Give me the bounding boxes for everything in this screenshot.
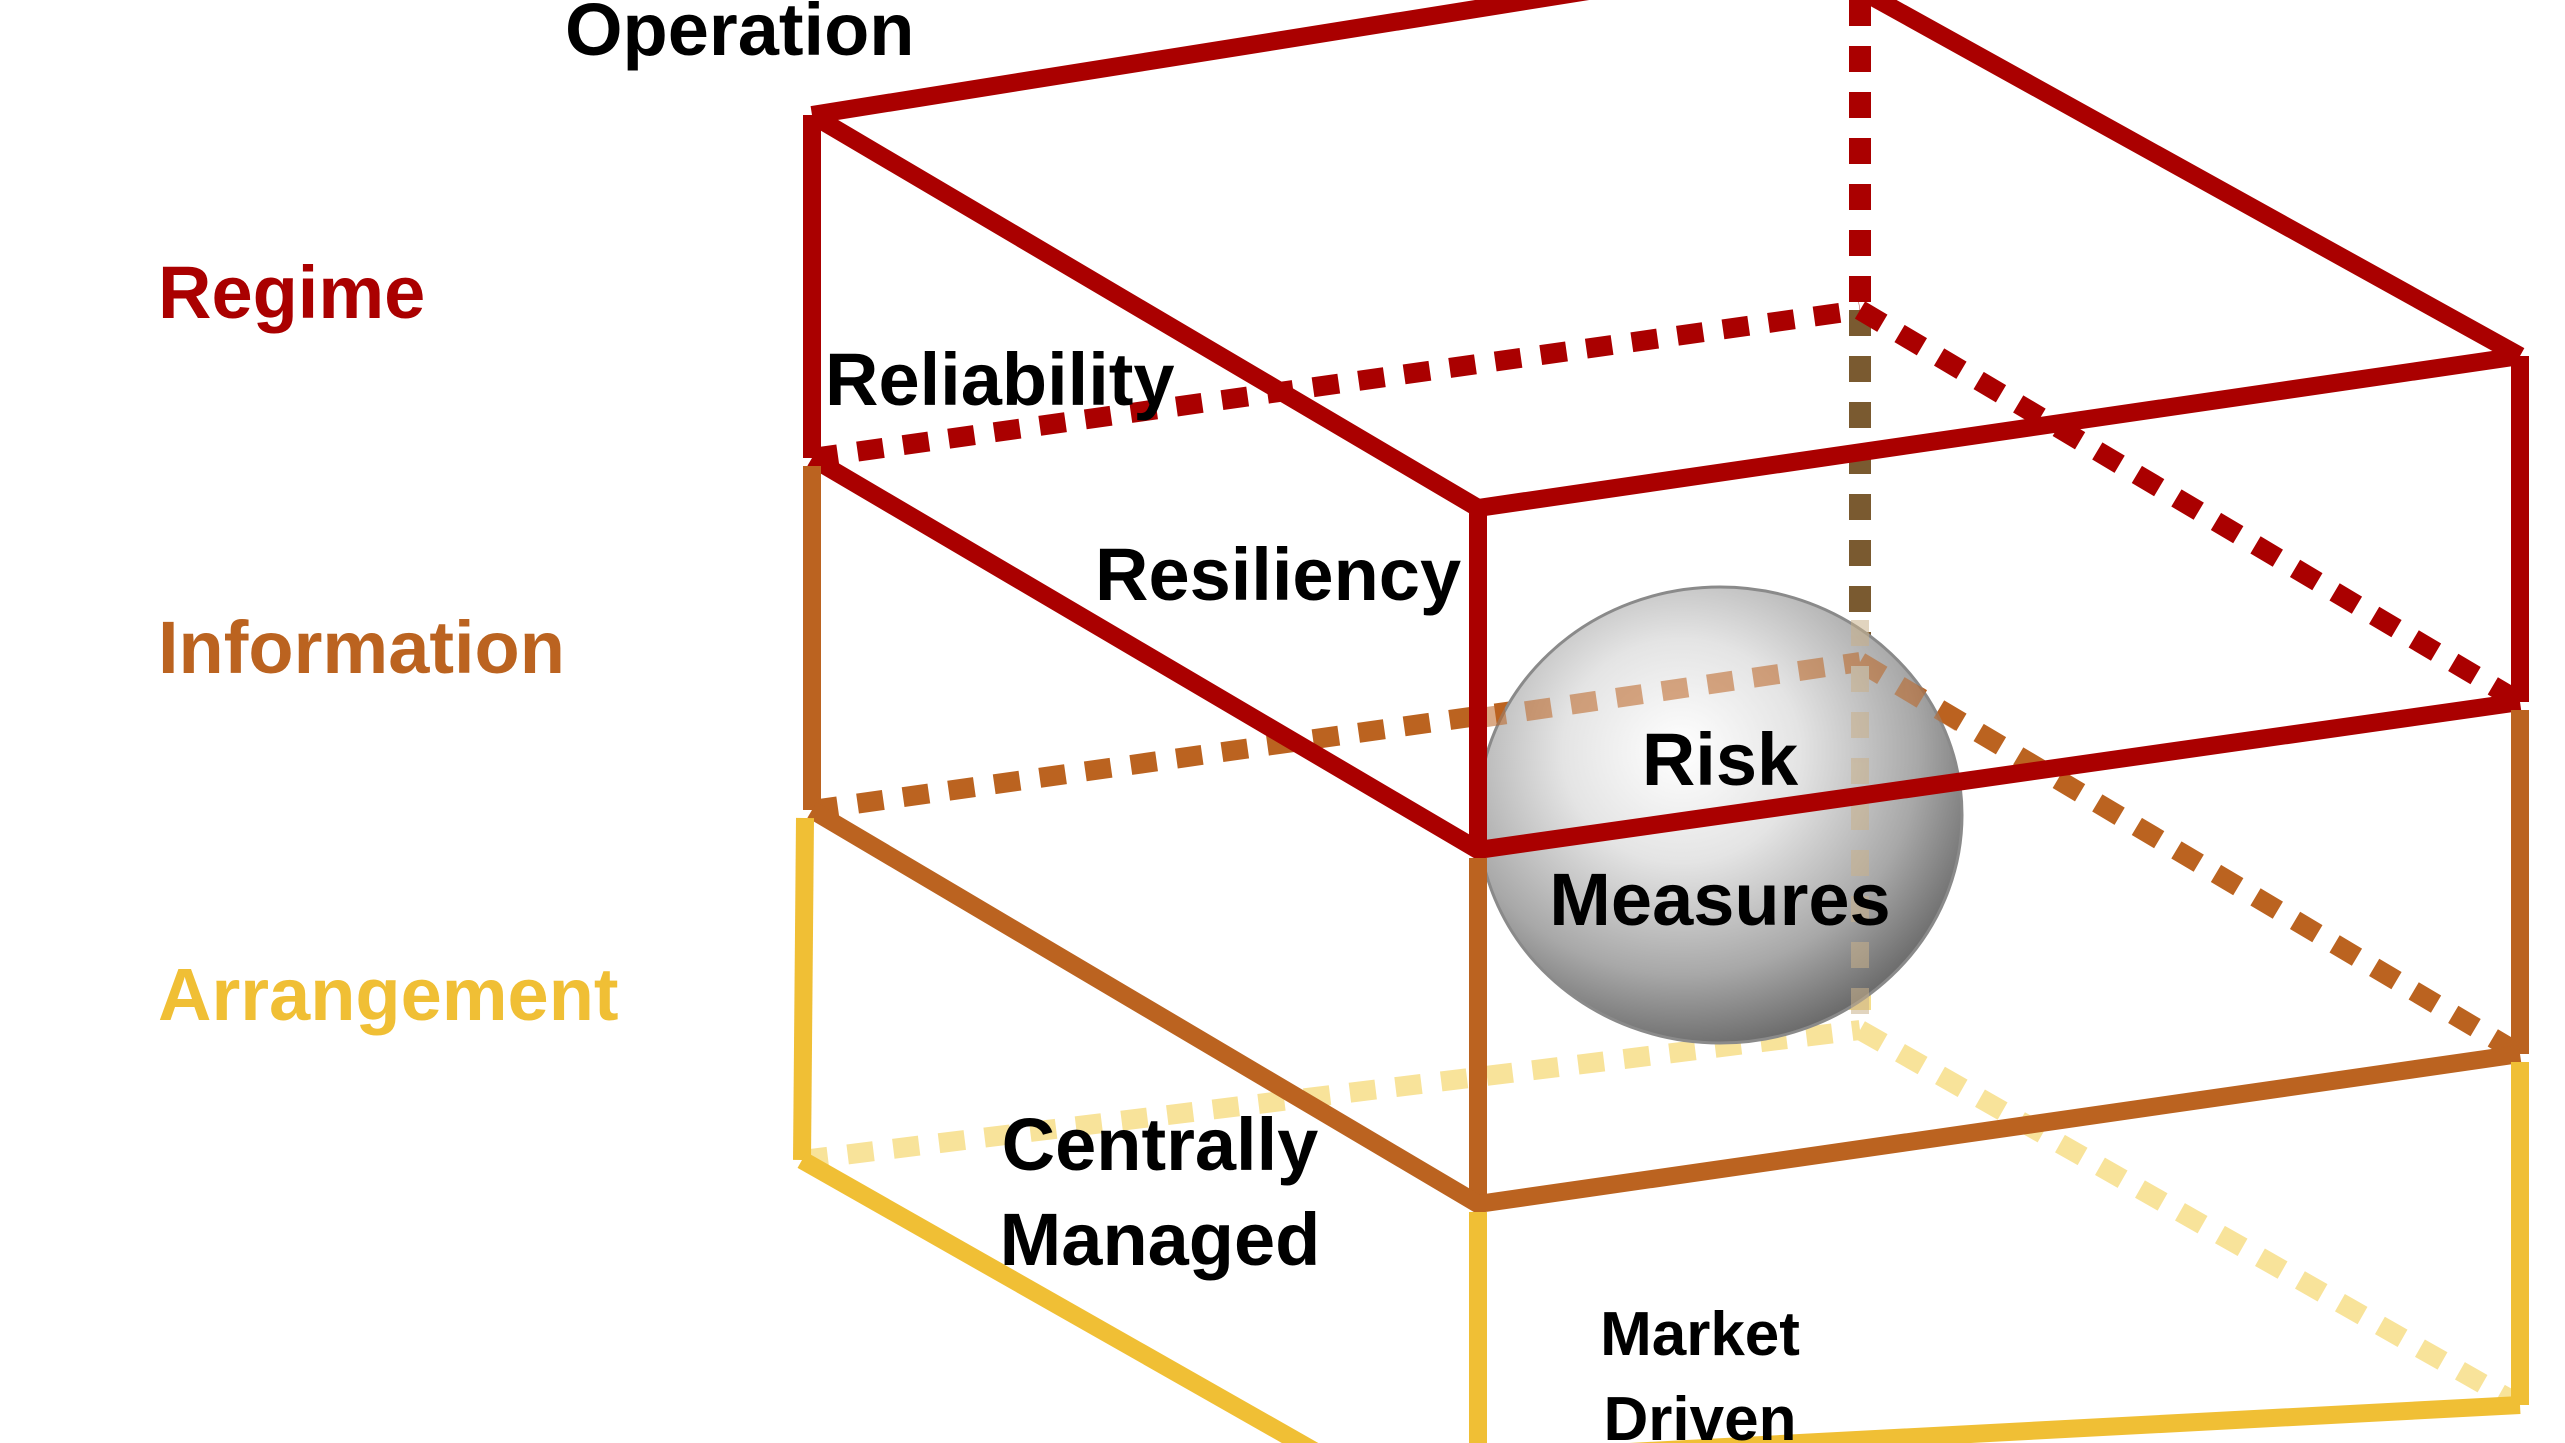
arrangement-label: Arrangement [158,953,619,1036]
information-label: Information [158,606,565,689]
sphere-label-risk: Risk [1642,718,1799,801]
centrally-label: Centrally [1002,1103,1319,1186]
regime-hidden-left [810,300,1862,468]
regime-bottom-front [807,450,2522,859]
operation-label: Operation [565,0,914,71]
arrangement-hidden-left [800,1020,1862,1170]
information-block [803,466,2529,1213]
regime-top-back [810,0,2525,364]
reliability-label: Reliability [825,338,1175,421]
driven-label: Driven [1604,1385,1797,1443]
arrangement-bottom-left [797,1152,1319,1443]
regime-top-front [807,107,2522,517]
through-sphere-edges [1478,620,1966,1030]
information-hidden-right [1854,653,2526,1063]
market-label: Market [1600,1300,1800,1369]
regime-hidden-right [1854,301,2526,711]
arrangement-hidden-right [1855,1021,2525,1414]
regime-label: Regime [158,251,425,334]
arrangement-block [793,817,2529,1443]
regime-block [803,0,2529,859]
sphere-label-measures: Measures [1549,858,1890,941]
managed-label: Managed [1000,1198,1321,1281]
arrangement-left-edge [793,817,814,1161]
arrangement-bottom-right [1629,1396,2521,1443]
information-bottom-front [807,802,2522,1213]
resiliency-label: Resiliency [1095,533,1461,616]
